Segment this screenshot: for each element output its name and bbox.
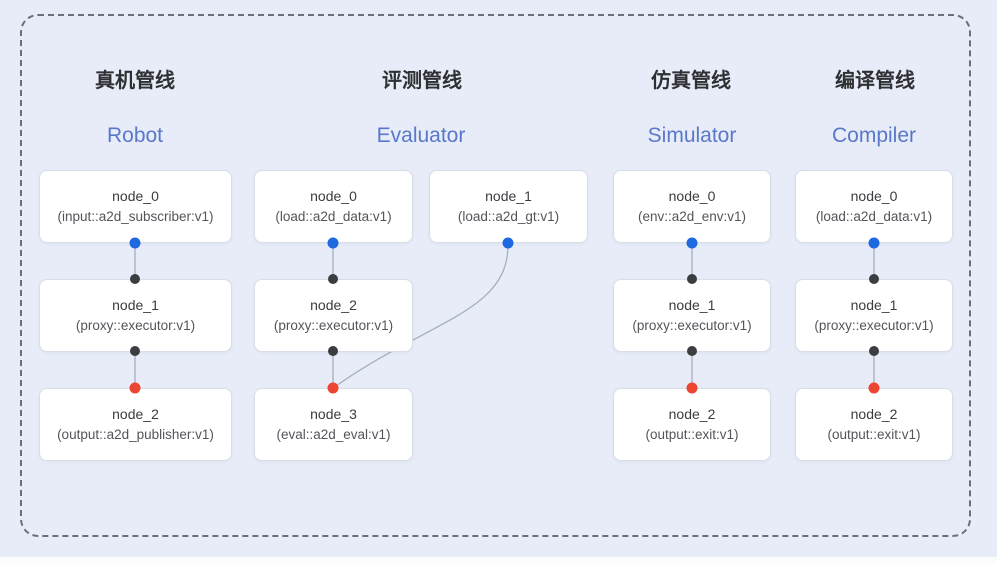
- input-port-dot: [868, 382, 880, 394]
- evaluator-node-0: node_0 (load::a2d_data:v1): [254, 170, 413, 243]
- input-port-dot: [130, 274, 140, 284]
- output-port-dot: [130, 346, 140, 356]
- node-subtitle: (proxy::executor:v1): [75, 318, 196, 333]
- node-subtitle: (load::a2d_gt:v1): [457, 209, 560, 224]
- pipeline-title-en-robot: Robot: [106, 124, 164, 147]
- pipeline-title-cn-robot: 真机管线: [95, 70, 175, 92]
- output-port-dot: [869, 346, 879, 356]
- output-port-dot: [328, 346, 338, 356]
- node-subtitle: (proxy::executor:v1): [632, 318, 752, 333]
- output-port-dot: [327, 237, 339, 249]
- pipeline-title-en-simulator: Simulator: [647, 124, 737, 147]
- node-title: node_1: [668, 297, 716, 313]
- node-subtitle: (load::a2d_data:v1): [275, 209, 392, 224]
- input-port-dot: [328, 274, 338, 284]
- evaluator-node-3: node_3 (eval::a2d_eval:v1): [254, 388, 413, 461]
- node-subtitle: (output::exit:v1): [827, 427, 921, 442]
- node-title: node_2: [850, 406, 898, 422]
- node-title: node_2: [668, 406, 716, 422]
- gt-to-eval-edge: [335, 244, 509, 387]
- node-subtitle: (proxy::executor:v1): [814, 318, 934, 333]
- pipeline-title-cn-compiler: 编译管线: [835, 70, 915, 92]
- pipeline-title-en-evaluator: Evaluator: [376, 124, 466, 147]
- node-subtitle: (input::a2d_subscriber:v1): [57, 209, 214, 224]
- output-port-dot: [687, 346, 697, 356]
- pipeline-title-en-compiler: Compiler: [831, 124, 917, 147]
- input-port-dot: [327, 382, 339, 394]
- node-subtitle: (proxy::executor:v1): [273, 318, 394, 333]
- output-port-dot: [868, 237, 880, 249]
- simulator-node-0: node_0 (env::a2d_env:v1): [613, 170, 771, 243]
- robot-node-2: node_2 (output::a2d_publisher:v1): [39, 388, 232, 461]
- node-title: node_3: [310, 406, 357, 422]
- output-port-dot: [686, 237, 698, 249]
- dashed-border-frame: [20, 14, 971, 537]
- input-port-dot: [687, 274, 697, 284]
- compiler-node-1: node_1 (proxy::executor:v1): [795, 279, 953, 352]
- node-title: node_0: [850, 188, 898, 204]
- input-port-dot: [869, 274, 879, 284]
- node-title: node_2: [310, 297, 357, 313]
- input-port-dot: [129, 382, 141, 394]
- simulator-node-2: node_2 (output::exit:v1): [613, 388, 771, 461]
- node-subtitle: (eval::a2d_eval:v1): [276, 427, 391, 442]
- node-subtitle: (load::a2d_data:v1): [815, 209, 933, 224]
- node-title: node_1: [485, 188, 532, 204]
- robot-node-1: node_1 (proxy::executor:v1): [39, 279, 232, 352]
- node-title: node_2: [112, 406, 159, 422]
- node-subtitle: (output::exit:v1): [645, 427, 739, 442]
- pipeline-title-cn-evaluator: 评测管线: [382, 70, 462, 92]
- node-title: node_0: [112, 188, 159, 204]
- node-subtitle: (env::a2d_env:v1): [637, 209, 747, 224]
- input-port-dot: [686, 382, 698, 394]
- output-port-dot: [502, 237, 514, 249]
- bottom-edge-strip: [0, 557, 997, 563]
- pipeline-title-cn-simulator: 仿真管线: [651, 70, 731, 92]
- compiler-node-0: node_0 (load::a2d_data:v1): [795, 170, 953, 243]
- simulator-node-1: node_1 (proxy::executor:v1): [613, 279, 771, 352]
- node-subtitle: (output::a2d_publisher:v1): [57, 427, 214, 442]
- node-title: node_1: [112, 297, 159, 313]
- evaluator-node-2: node_2 (proxy::executor:v1): [254, 279, 413, 352]
- output-port-dot: [129, 237, 141, 249]
- robot-node-0: node_0 (input::a2d_subscriber:v1): [39, 170, 232, 243]
- evaluator-node-1: node_1 (load::a2d_gt:v1): [429, 170, 588, 243]
- node-title: node_1: [850, 297, 898, 313]
- node-title: node_0: [668, 188, 716, 204]
- node-title: node_0: [310, 188, 357, 204]
- compiler-node-2: node_2 (output::exit:v1): [795, 388, 953, 461]
